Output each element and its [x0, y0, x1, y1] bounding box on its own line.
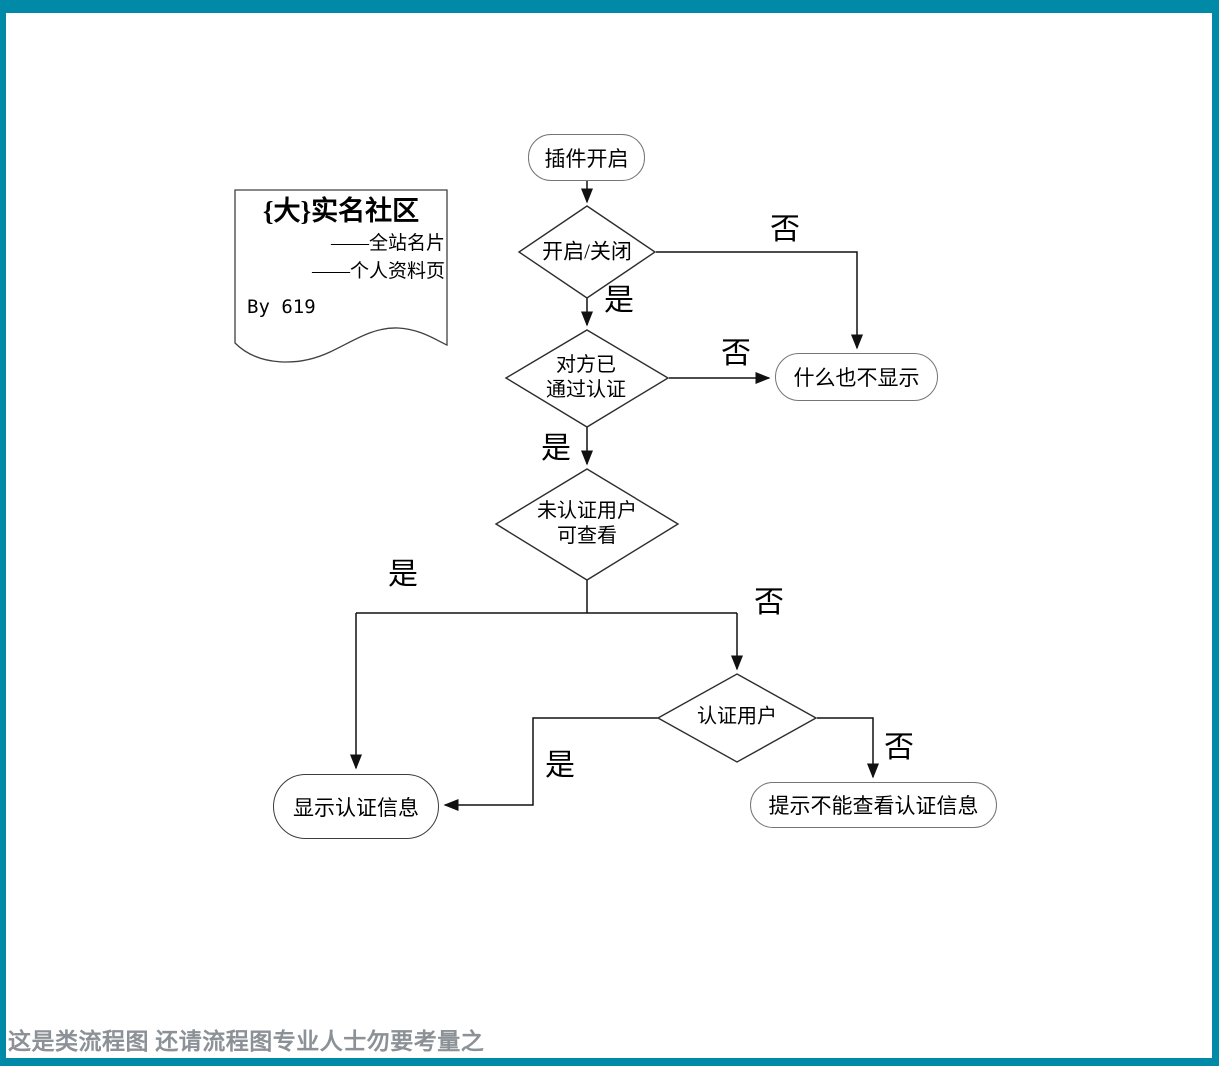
- note-subtitle-2: ——个人资料页: [311, 261, 445, 282]
- decision-viewer-verified-label: 认证用户: [697, 705, 777, 728]
- node-start: 插件开启: [528, 134, 645, 181]
- watermark-text: 这是类流程图 还请流程图专业人士勿要考量之: [8, 1029, 485, 1054]
- branch-viewer-no: 否: [884, 731, 914, 764]
- node-start-label: 插件开启: [544, 146, 629, 171]
- decision-verified-line2: 通过认证: [546, 379, 626, 401]
- branch-toggle-yes: 是: [604, 284, 634, 317]
- decision-verified-shape: [504, 329, 670, 428]
- decision-toggle-shape: [517, 205, 657, 299]
- node-show-info: 显示认证信息: [273, 774, 439, 839]
- decision-unverified-line1: 未认证用户: [537, 500, 637, 522]
- branch-verified-yes: 是: [541, 432, 571, 465]
- decision-toggle-label: 开启/关闭: [542, 239, 632, 264]
- branch-toggle-no: 否: [770, 213, 800, 246]
- node-show-nothing-label: 什么也不显示: [793, 366, 920, 390]
- decision-verified-line1: 对方已: [556, 354, 616, 376]
- decision-unverified-view-shape: [494, 468, 680, 581]
- decision-unverified-line2: 可查看: [557, 525, 617, 547]
- note-title: {大}实名社区: [262, 196, 420, 226]
- note-document-shape: [234, 189, 448, 363]
- node-deny-info-label: 提示不能查看认证信息: [768, 794, 979, 818]
- node-show-nothing: 什么也不显示: [775, 353, 938, 401]
- branch-verified-no: 否: [721, 337, 751, 370]
- branch-unverified-yes: 是: [388, 558, 418, 591]
- branch-unverified-no: 否: [754, 586, 784, 619]
- edge-toggle-no-to-nothing: [656, 251, 863, 350]
- decision-viewer-verified-shape: [656, 673, 818, 763]
- edge-viewer-no-to-deny: [817, 717, 879, 779]
- decision-unverified-view-label: 未认证用户 可查看: [537, 499, 637, 549]
- note-subtitle-1: ——全站名片: [330, 233, 445, 254]
- decision-verified-label: 对方已 通过认证: [546, 353, 626, 403]
- branch-viewer-yes: 是: [545, 749, 575, 782]
- note-byline: By 619: [247, 296, 316, 318]
- note-text-block: {大}实名社区 ——全站名片 ——个人资料页 By 619: [235, 196, 447, 318]
- node-deny-info: 提示不能查看认证信息: [750, 782, 997, 828]
- edge-viewer-yes-to-showinfo: [443, 717, 658, 811]
- node-show-info-label: 显示认证信息: [293, 795, 419, 820]
